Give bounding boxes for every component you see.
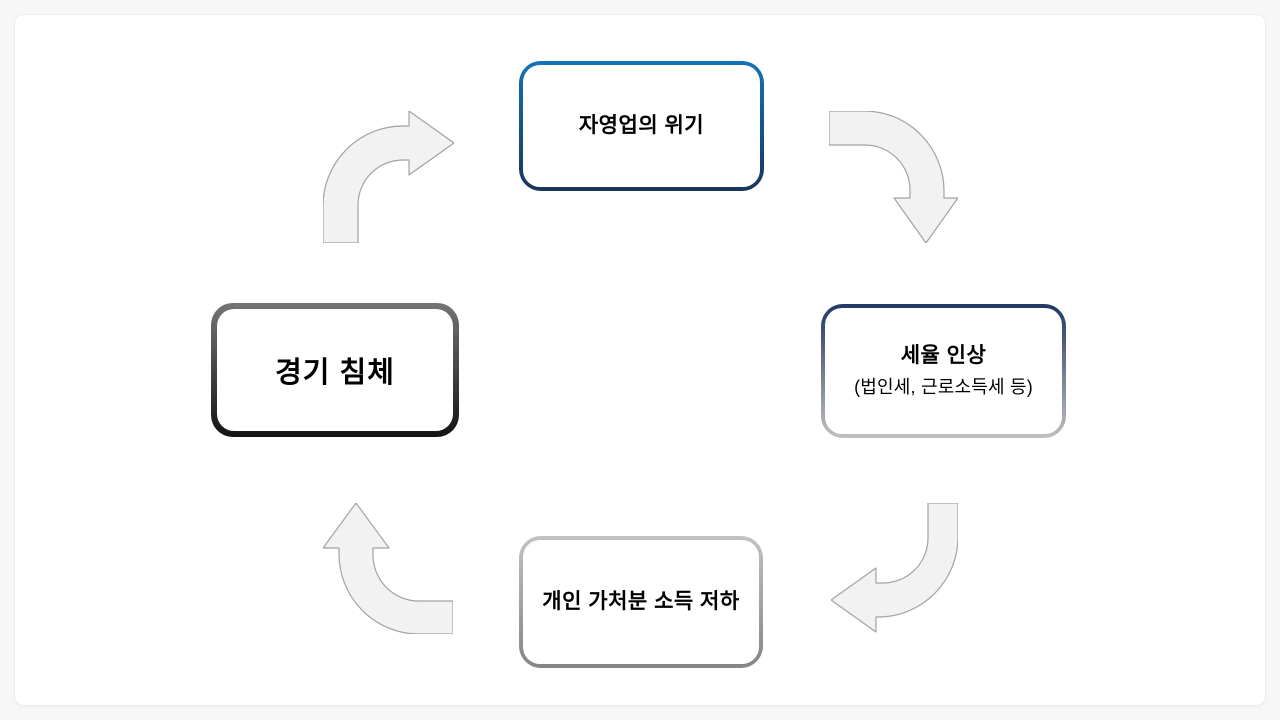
slide-card: 자영업의 위기 세율 인상 (법인세, 근로소득세 등) 개인 가처분 소득 저… bbox=[14, 14, 1266, 706]
node-sublabel-tax-rate-increase: (법인세, 근로소득세 등) bbox=[854, 376, 1033, 397]
curved-arrow-up-right-icon bbox=[323, 111, 454, 243]
node-body: 개인 가처분 소득 저하 bbox=[523, 540, 759, 664]
node-label-economic-recession: 경기 침체 bbox=[275, 357, 395, 389]
node-label-disposable-income-decline: 개인 가처분 소득 저하 bbox=[542, 589, 740, 613]
node-label-self-employment-crisis: 자영업의 위기 bbox=[578, 113, 705, 137]
node-self-employment-crisis: 자영업의 위기 bbox=[519, 61, 764, 191]
node-body: 경기 침체 bbox=[217, 309, 453, 431]
curved-arrow-right-down-icon bbox=[829, 111, 958, 243]
node-disposable-income-decline: 개인 가처분 소득 저하 bbox=[519, 536, 763, 668]
node-tax-rate-increase: 세율 인상 (법인세, 근로소득세 등) bbox=[821, 304, 1066, 438]
curved-arrow-down-left-icon bbox=[831, 503, 958, 633]
node-label-tax-rate-increase: 세율 인상 bbox=[900, 344, 987, 368]
node-body: 세율 인상 (법인세, 근로소득세 등) bbox=[825, 308, 1062, 434]
curved-arrow-left-up-icon bbox=[323, 503, 453, 634]
node-body: 자영업의 위기 bbox=[523, 65, 760, 187]
node-economic-recession: 경기 침체 bbox=[211, 303, 459, 437]
